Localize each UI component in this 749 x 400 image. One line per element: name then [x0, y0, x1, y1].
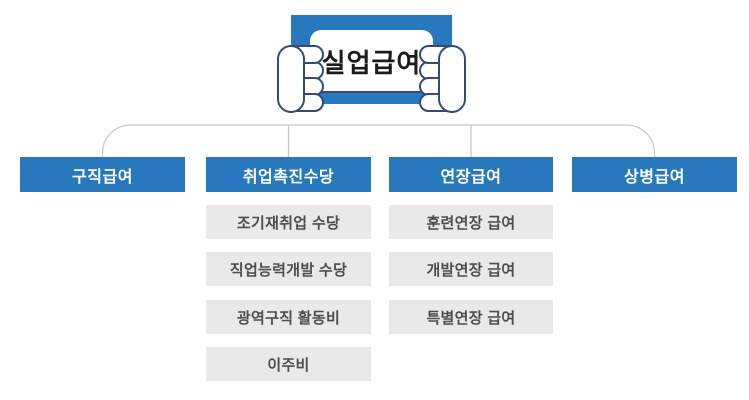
item-training-extension-benefit: 훈련연장 급여: [389, 205, 553, 239]
hands-holding-sign-icon: 실업급여: [277, 15, 466, 113]
item-vocational-ability-development-allowance: 직업능력개발 수당: [206, 252, 371, 286]
sign-bottom-bar: [308, 91, 437, 104]
item-early-reemployment-allowance: 조기재취업 수당: [206, 205, 371, 239]
header-sickness-benefit: 상병급여: [572, 157, 737, 192]
header-job-seeking-benefit: 구직급여: [20, 157, 185, 192]
item-moving-expenses: 이주비: [206, 347, 371, 381]
right-hand-icon: [419, 45, 466, 113]
item-special-extension-benefit: 특별연장 급여: [389, 300, 553, 334]
header-extended-benefit: 연장급여: [389, 157, 553, 192]
item-development-extension-benefit: 개발연장 급여: [389, 252, 553, 286]
header-employment-promotion-allowance: 취업촉진수당: [206, 157, 371, 192]
banner-title: 실업급여: [322, 48, 422, 78]
left-hand-icon: [277, 45, 324, 113]
item-wide-area-job-seeking-activity-cost: 광역구직 활동비: [206, 300, 371, 334]
